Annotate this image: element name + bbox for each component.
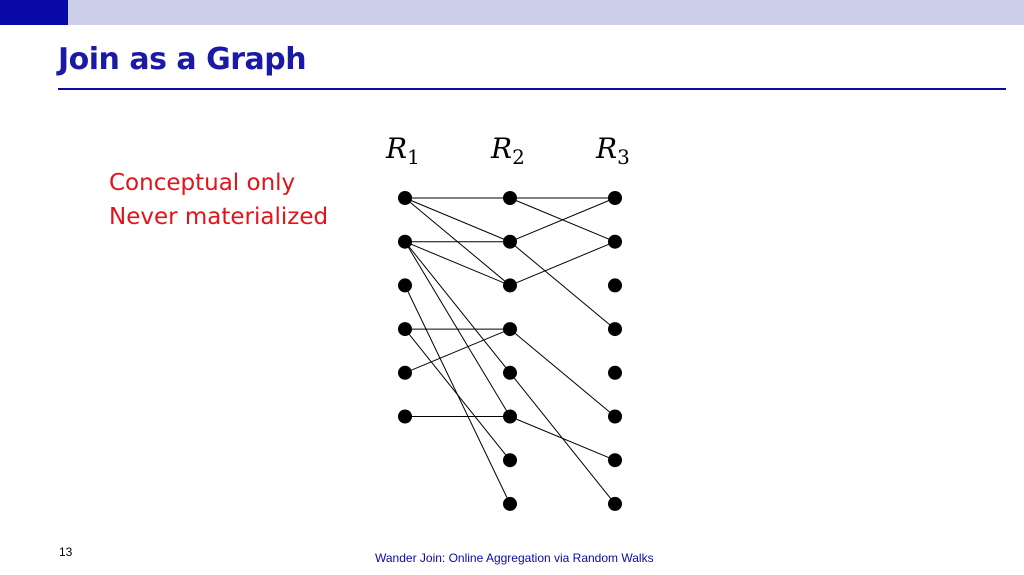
node-r2-2 [503, 234, 517, 249]
header-accent-block [0, 0, 68, 25]
footer-text: Wander Join: Online Aggregation via Rand… [375, 551, 654, 565]
node-r1-5 [398, 365, 412, 380]
node-r3-8 [608, 496, 622, 511]
node-r2-6 [503, 409, 517, 424]
edge-r2-3-r3-2 [509, 241, 616, 286]
node-r3-1 [608, 191, 622, 205]
node-r1-1 [398, 191, 412, 205]
page-number: 13 [59, 545, 73, 559]
column-label-r1: R1 [385, 132, 420, 169]
node-r2-3 [503, 278, 517, 293]
graph-nodes [398, 191, 622, 511]
column-labels: R1 R2 R3 [385, 132, 630, 169]
node-r2-5 [503, 365, 517, 380]
slide-title: Join as a Graph [58, 42, 307, 77]
node-r3-3 [608, 278, 622, 293]
note-line-conceptual: Conceptual only [109, 170, 296, 196]
node-r3-7 [608, 453, 622, 468]
edge-r1-1-r2-2 [404, 197, 511, 243]
node-r2-8 [503, 496, 517, 511]
node-r3-6 [608, 409, 622, 424]
node-r3-5 [608, 365, 622, 380]
node-r3-2 [608, 234, 622, 249]
edge-r2-6-r3-7 [509, 416, 616, 461]
header-bar [68, 0, 1024, 25]
node-r1-3 [398, 278, 412, 293]
edge-r2-2-r3-1 [509, 197, 616, 243]
column-label-r3: R3 [595, 132, 630, 169]
annotation-note: Conceptual only Never materialized [109, 166, 328, 234]
edge-r1-4-r2-7 [404, 328, 511, 461]
node-r2-7 [503, 453, 517, 468]
edge-r1-2-r2-3 [404, 241, 511, 286]
edge-r2-2-r3-4 [509, 241, 616, 330]
node-r3-4 [608, 322, 622, 337]
column-label-r2: R2 [490, 132, 525, 169]
node-r2-1 [503, 191, 517, 205]
edge-r1-5-r2-4 [404, 328, 511, 374]
node-r2-4 [503, 322, 517, 337]
node-r1-6 [398, 409, 412, 424]
node-r1-2 [398, 234, 412, 249]
title-divider [58, 88, 1006, 90]
note-line-materialized: Never materialized [109, 204, 329, 230]
graph-edges [404, 197, 616, 505]
edge-r1-2-r2-5 [404, 241, 511, 374]
node-r1-4 [398, 322, 412, 337]
edge-r2-4-r3-6 [509, 328, 616, 417]
